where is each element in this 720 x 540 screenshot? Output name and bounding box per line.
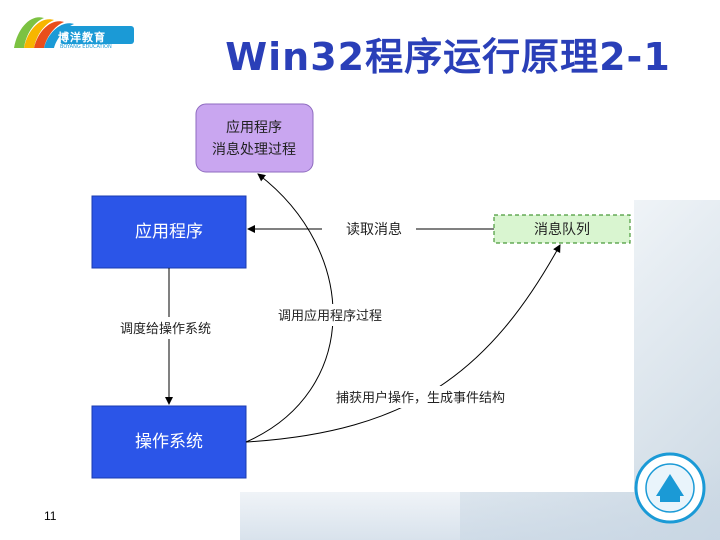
- msg-proc-label-2: 消息处理过程: [212, 141, 296, 158]
- seal-emblem-icon: [634, 452, 706, 524]
- logo-name: 博洋教育: [58, 29, 106, 45]
- call-procedure-label: 调用应用程序过程: [278, 308, 382, 324]
- page-number: 11: [44, 509, 56, 523]
- read-message-label: 读取消息: [346, 221, 402, 238]
- os-node-label: 操作系统: [135, 432, 203, 452]
- logo-subtitle: BOYANG EDUCATION: [60, 44, 112, 50]
- msg-proc-label-1: 应用程序: [226, 119, 282, 136]
- diagram-svg: 应用程序 消息处理过程 应用程序 消息队列 操作系统 读取消息 调度给操作系统 …: [70, 92, 634, 492]
- os-to-queue-curve: [246, 245, 560, 442]
- queue-node-label: 消息队列: [534, 221, 590, 238]
- diagram-canvas: 应用程序 消息处理过程 应用程序 消息队列 操作系统 读取消息 调度给操作系统 …: [70, 92, 634, 492]
- msg-proc-node: [196, 104, 313, 172]
- app-node-label: 应用程序: [135, 222, 203, 242]
- capture-event-label: 捕获用户操作，生成事件结构: [336, 390, 505, 406]
- boyang-seal: [634, 452, 706, 524]
- schedule-label: 调度给操作系统: [120, 321, 211, 337]
- slide-title: Win32程序运行原理2-1: [208, 26, 688, 81]
